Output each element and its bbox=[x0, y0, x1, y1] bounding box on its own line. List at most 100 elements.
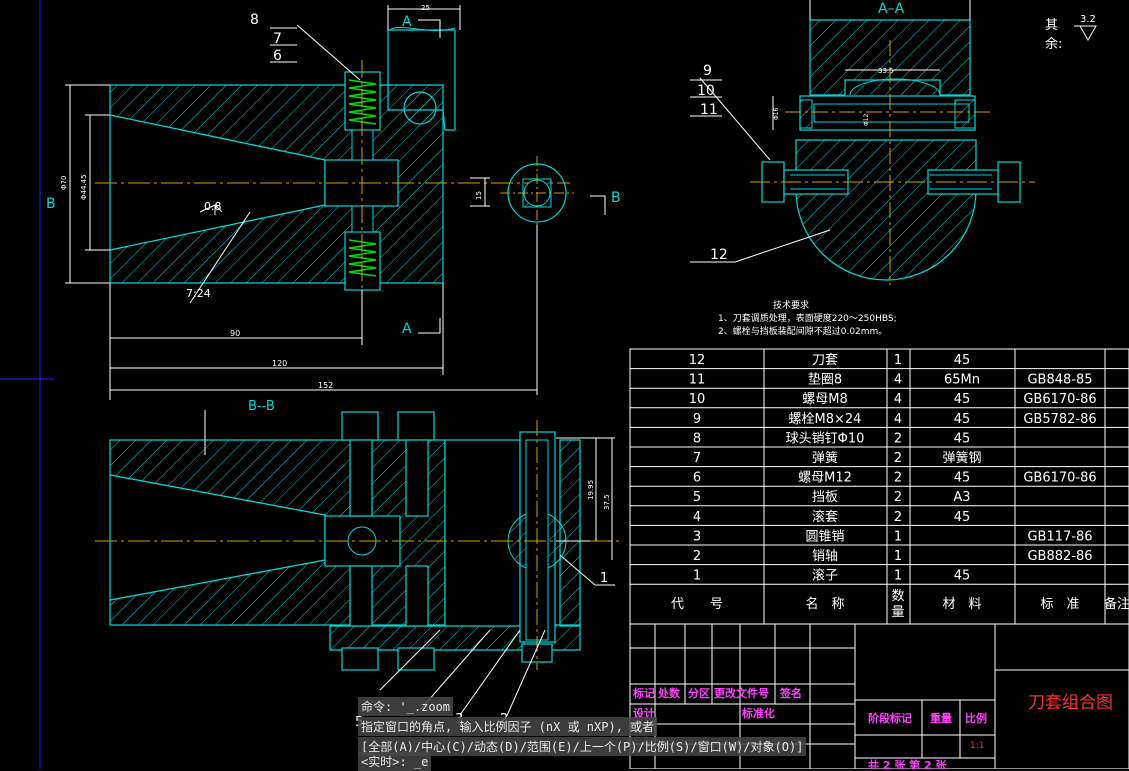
bom-cell-qty: 2 bbox=[894, 490, 902, 505]
bom-cell-qty: 2 bbox=[894, 471, 902, 486]
balloon-1: 1 bbox=[600, 571, 608, 586]
bom-cell-no: 2 bbox=[693, 549, 701, 564]
bom-cell-no: 4 bbox=[693, 510, 701, 525]
bom-cell-std: GB6170-86 bbox=[1023, 471, 1096, 486]
bom-cell-std: GB882-86 bbox=[1027, 549, 1092, 564]
bom-cell-qty: 2 bbox=[894, 510, 902, 525]
bom-cell-no: 12 bbox=[689, 353, 706, 368]
balloon-10: 10 bbox=[697, 83, 715, 99]
mark-chushu: 处数 bbox=[657, 686, 681, 700]
mark-fenqu: 分区 bbox=[688, 686, 710, 700]
bom-header-std: 标 准 bbox=[1040, 597, 1079, 612]
bom-cell-mat: 45 bbox=[954, 353, 971, 368]
design-label: 设计 bbox=[633, 706, 655, 720]
mark-biaoji: 标记 bbox=[632, 686, 655, 700]
scale-value: 1:1 bbox=[970, 741, 984, 751]
stage-label: 阶段标记 bbox=[868, 711, 912, 725]
bom-cell-mat: 45 bbox=[954, 471, 971, 486]
dim-33-5: 33.5 bbox=[878, 67, 894, 75]
dim-phi12: Φ12 bbox=[863, 113, 870, 126]
section-aa-title: A–A bbox=[878, 1, 905, 17]
bom-cell-mat: 45 bbox=[954, 412, 971, 427]
crosshair bbox=[0, 0, 55, 769]
bom-row: 4 滚套 2 45 bbox=[630, 509, 1129, 526]
bom-cell-mat: 45 bbox=[954, 569, 971, 584]
tech-line-1: 1、刀套调质处理，表面硬度220～250HBS; bbox=[718, 312, 897, 324]
front-view-dimensions bbox=[65, 5, 606, 400]
dim-phi70: Φ70 bbox=[60, 176, 68, 190]
bom-cell-no: 11 bbox=[689, 373, 706, 388]
bom-cell-std: GB5782-86 bbox=[1023, 412, 1096, 427]
surface-note-label-2: 余: bbox=[1045, 36, 1062, 52]
bom-cell-name: 刀套 bbox=[812, 352, 838, 368]
bom-row: 12 刀套 1 45 bbox=[630, 352, 1129, 370]
bom-cell-no: 7 bbox=[693, 451, 701, 466]
bom-cell-no: 10 bbox=[689, 392, 706, 407]
balloon-12: 12 bbox=[710, 247, 728, 263]
balloon-9: 9 bbox=[703, 63, 712, 79]
balloon-8: 8 bbox=[250, 12, 259, 28]
section-label-a-bottom: A bbox=[402, 321, 412, 337]
bom-cell-qty: 4 bbox=[894, 373, 902, 388]
tech-line-2: 2、螺栓与挡板装配间隙不超过0.02mm。 bbox=[718, 325, 887, 337]
bom-cell-mat: 弹簧钢 bbox=[942, 450, 981, 466]
bom-cell-mat: 45 bbox=[954, 392, 971, 407]
section-bb-view bbox=[95, 410, 620, 721]
dim-19-95: 19.95 bbox=[587, 480, 595, 500]
bom-cell-qty: 4 bbox=[894, 412, 902, 427]
dim-120: 120 bbox=[272, 359, 287, 368]
tech-title: 技术要求 bbox=[773, 299, 809, 311]
bom-cell-mat: 45 bbox=[954, 510, 971, 525]
bom-cell-std: GB117-86 bbox=[1027, 529, 1092, 544]
front-view bbox=[95, 26, 574, 300]
surface-note-value: 3.2 bbox=[1080, 14, 1096, 25]
taper-label: 7:24 bbox=[186, 287, 211, 300]
dim-152: 152 bbox=[318, 381, 333, 390]
section-aa-view bbox=[690, 0, 1035, 285]
bom-cell-name: 螺栓M8×24 bbox=[789, 412, 862, 427]
drawing-title: 刀套组合图 bbox=[1028, 693, 1113, 713]
bom-cell-name: 销轴 bbox=[812, 549, 838, 564]
dim-90: 90 bbox=[230, 329, 240, 338]
sheets-label: 共 2 张 第 2 张 bbox=[868, 758, 947, 769]
standardize-label: 标准化 bbox=[741, 706, 775, 720]
dim-25: 25 bbox=[421, 4, 430, 12]
roughness-symbol-icon bbox=[1074, 25, 1097, 42]
bom-cell-mat: 45 bbox=[954, 431, 971, 446]
bom-cell-name: 螺母M8 bbox=[802, 392, 848, 407]
dim-phi44: Φ44.45 bbox=[80, 174, 88, 200]
command-prompt-options[interactable]: [全部(A)/中心(C)/动态(D)/范围(E)/上一个(P)/比例(S)/窗口… bbox=[358, 737, 807, 756]
section-bb-title: B--B bbox=[248, 399, 275, 414]
balloon-7: 7 bbox=[273, 31, 282, 47]
bom-cell-qty: 1 bbox=[894, 569, 902, 584]
dim-15: 15 bbox=[475, 191, 483, 200]
bom-cell-no: 6 bbox=[693, 471, 701, 486]
command-input[interactable]: <实时>: _e bbox=[358, 752, 432, 771]
roughness-label: 0.8 bbox=[204, 200, 222, 213]
bom-cell-qty: 1 bbox=[894, 353, 902, 368]
bom-cell-name: 滚套 bbox=[812, 509, 838, 525]
bom-cell-qty: 1 bbox=[894, 529, 902, 544]
bom-cell-name: 弹簧 bbox=[812, 450, 838, 466]
bom-cell-mat: 65Mn bbox=[944, 373, 980, 388]
balloon-6: 6 bbox=[273, 48, 282, 64]
bom-cell-name: 圆锥销 bbox=[805, 529, 844, 544]
bom-cell-name: 球头销钉Φ10 bbox=[786, 431, 865, 446]
weight-label: 重量 bbox=[930, 711, 952, 725]
bom-cell-std: GB6170-86 bbox=[1023, 392, 1096, 407]
bom-cell-name: 垫圈8 bbox=[808, 372, 842, 388]
bom-cell-qty: 2 bbox=[894, 431, 902, 446]
bom-header-qty-2: 量 bbox=[891, 605, 904, 620]
scale-label: 比例 bbox=[965, 711, 987, 725]
bom-header-no: 代 号 bbox=[671, 597, 723, 612]
bom-cell-no: 1 bbox=[693, 569, 701, 584]
